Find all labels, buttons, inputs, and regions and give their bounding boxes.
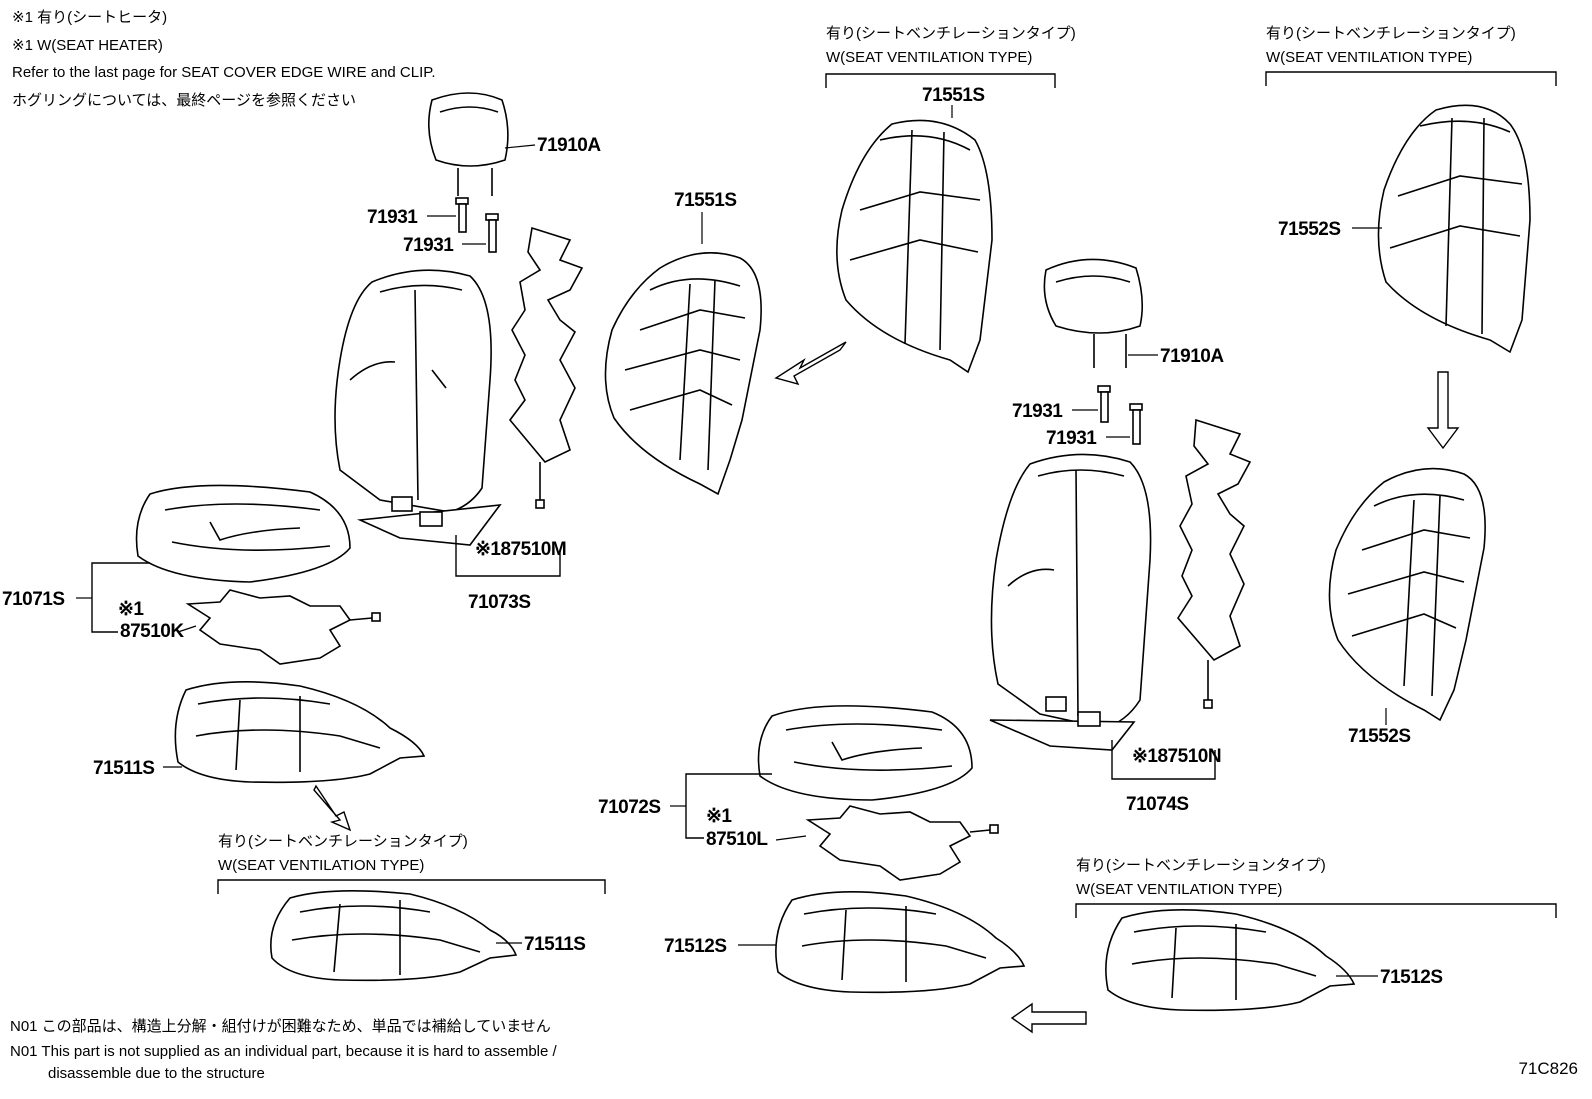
vent-header-en-bl: W(SEAT VENTILATION TYPE) <box>218 857 424 874</box>
seatback-pad-left[interactable] <box>604 252 762 496</box>
callout-back-pad-left[interactable]: 71551S <box>674 190 737 211</box>
callout-cushion-assy-left[interactable]: 71071S <box>2 589 65 610</box>
note-edge-wire: Refer to the last page for SEAT COVER ED… <box>12 64 436 81</box>
cushion-heater-left[interactable] <box>185 589 381 665</box>
seatback-pad-right[interactable] <box>1328 467 1486 722</box>
cushion-pad-left[interactable] <box>174 681 426 784</box>
cushion-pad-vent-right[interactable] <box>1105 909 1356 1012</box>
cushion-heater-right[interactable] <box>805 805 999 881</box>
note-seat-heater-jp: ※1 有り(シートヒータ) <box>12 9 168 26</box>
headrest-right[interactable] <box>1043 258 1144 368</box>
callout-heater-cushion-left-mark: ※1 <box>118 599 144 620</box>
vent-bracket-top <box>825 73 1056 88</box>
callout-heater-back-right[interactable]: ※187510N <box>1132 746 1222 767</box>
vent-header-en-top: W(SEAT VENTILATION TYPE) <box>826 49 1032 66</box>
vent-header-jp-bl: 有り(シートベンチレーションタイプ) <box>218 833 468 850</box>
vent-header-jp-br: 有り(シートベンチレーションタイプ) <box>1076 857 1326 874</box>
arrow-replace-cushion-right <box>1010 1002 1087 1034</box>
callout-back-pad-vent-right[interactable]: 71552S <box>1278 219 1341 240</box>
diagram-code: 71C826 <box>1518 1059 1578 1078</box>
vent-header-jp-top: 有り(シートベンチレーションタイプ) <box>826 25 1076 42</box>
callout-guide-1[interactable]: 71931 <box>367 207 419 228</box>
cushion-pad-vent-left[interactable] <box>270 890 518 982</box>
callout-heater-cushion-left[interactable]: 87510K <box>120 621 185 642</box>
cushion-assy-left[interactable] <box>135 484 351 583</box>
callout-guide-3[interactable]: 71931 <box>1012 401 1064 422</box>
vent-bracket-br <box>1075 903 1557 918</box>
seatback-assy-right[interactable] <box>989 453 1152 751</box>
headrest-guide-left-1[interactable] <box>455 197 469 233</box>
callout-back-pad-right[interactable]: 71552S <box>1348 726 1411 747</box>
seatback-pad-vent-left[interactable] <box>836 119 993 374</box>
callout-heater-cushion-right[interactable]: 87510L <box>706 829 769 850</box>
headrest-guide-right-2[interactable] <box>1129 403 1143 445</box>
callout-cushion-pad-vent-right[interactable]: 71512S <box>1380 967 1443 988</box>
callout-cushion-pad-right[interactable]: 71512S <box>664 936 727 957</box>
callout-back-pad-vent-top[interactable]: 71551S <box>922 85 985 106</box>
callout-cushion-pad-left[interactable]: 71511S <box>93 758 155 779</box>
seatback-pad-vent-right[interactable] <box>1377 104 1531 354</box>
callout-cushion-pad-vent-left[interactable]: 71511S <box>524 934 586 955</box>
footnote-en-1: N01 This part is not supplied as an indi… <box>10 1043 557 1060</box>
callout-back-assy-left[interactable]: 71073S <box>468 592 531 613</box>
vent-header-en-br: W(SEAT VENTILATION TYPE) <box>1076 881 1282 898</box>
arrow-replace-cushion-left <box>313 784 352 832</box>
vent-header-jp-tr: 有り(シートベンチレーションタイプ) <box>1266 25 1516 42</box>
headrest-guide-right-1[interactable] <box>1097 385 1111 423</box>
callout-headrest-left[interactable]: 71910A <box>537 135 602 156</box>
vent-bracket-tr <box>1265 71 1557 86</box>
arrow-replace-back-left <box>774 341 847 386</box>
seatback-heater-right[interactable] <box>1177 418 1252 709</box>
headrest-left[interactable] <box>428 92 509 196</box>
callout-back-assy-right[interactable]: 71074S <box>1126 794 1189 815</box>
callout-guide-2[interactable]: 71931 <box>403 235 455 256</box>
cushion-assy-right[interactable] <box>757 705 973 801</box>
vent-bracket-bl <box>217 879 606 894</box>
note-seat-heater-en: ※1 W(SEAT HEATER) <box>12 37 163 54</box>
footnote-en-2: disassemble due to the structure <box>48 1065 265 1082</box>
arrow-replace-back-right <box>1426 371 1460 450</box>
callout-heater-back-left[interactable]: ※187510M <box>475 539 567 560</box>
note-hog-ring: ホグリングについては、最終ページを参照ください <box>12 92 356 109</box>
seatback-assy-left[interactable] <box>334 269 502 546</box>
footnote-jp: N01 この部品は、構造上分解・組付けが困難なため、単品では補給していません <box>10 1018 551 1035</box>
callout-heater-cushion-right-mark: ※1 <box>706 806 732 827</box>
vent-header-en-tr: W(SEAT VENTILATION TYPE) <box>1266 49 1472 66</box>
callout-guide-4[interactable]: 71931 <box>1046 428 1098 449</box>
callout-headrest-right[interactable]: 71910A <box>1160 346 1225 367</box>
callout-cushion-assy-right[interactable]: 71072S <box>598 797 661 818</box>
seatback-heater-left[interactable] <box>508 226 584 509</box>
cushion-pad-right[interactable] <box>775 891 1026 994</box>
headrest-guide-left-2[interactable] <box>485 213 499 253</box>
